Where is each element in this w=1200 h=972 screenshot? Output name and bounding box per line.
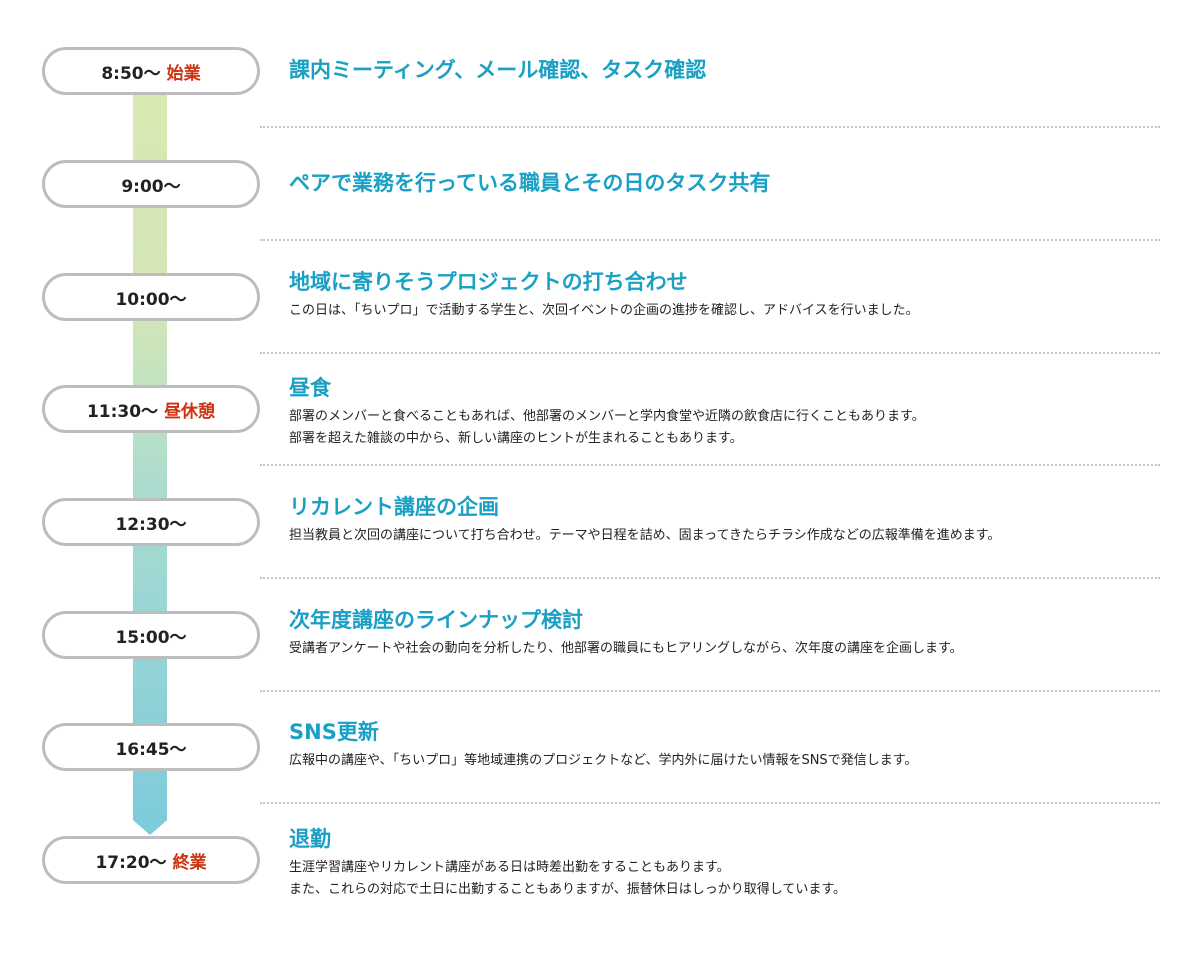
description-line: 部署を超えた雑談の中から、新しい講座のヒントが生まれることもあります。 xyxy=(289,431,743,446)
timeline-content: 昼食部署のメンバーと食べることもあれば、他部署のメンバーと学内食堂や近隣の飲食店… xyxy=(289,374,925,450)
time-pill: 15:00〜 xyxy=(42,611,260,659)
time-label: 16:45〜 xyxy=(115,739,187,760)
time-tag: 終業 xyxy=(172,852,207,873)
dotted-divider xyxy=(260,239,1160,241)
description-line: 部署のメンバーと食べることもあれば、他部署のメンバーと学内食堂や近隣の飲食店に行… xyxy=(289,409,925,424)
dotted-divider xyxy=(260,126,1160,128)
dotted-divider xyxy=(260,690,1160,692)
time-pill: 11:30〜昼休憩 xyxy=(42,385,260,433)
time-label: 8:50〜 xyxy=(101,63,161,84)
timeline-item: 17:20〜終業 退勤生涯学習講座やリカレント講座がある日は時差出勤をすることも… xyxy=(0,827,1200,972)
timeline-item: 15:00〜 次年度講座のラインナップ検討受講者アンケートや社会の動向を分析した… xyxy=(0,608,1200,747)
timeline-item: 11:30〜昼休憩 昼食部署のメンバーと食べることもあれば、他部署のメンバーと学… xyxy=(0,376,1200,521)
item-description: この日は、「ちいプロ」で活動する学生と、次回イベントの企画の進捗を確認し、アドバ… xyxy=(289,300,919,322)
time-label: 17:20〜 xyxy=(95,852,167,873)
dotted-divider xyxy=(260,352,1160,354)
item-title: 退勤 xyxy=(289,827,331,851)
item-description: 広報中の講座や、「ちいプロ」等地域連携のプロジェクトなど、学内外に届けたい情報を… xyxy=(289,750,917,772)
time-pill: 17:20〜終業 xyxy=(42,836,260,884)
dotted-divider xyxy=(260,577,1160,579)
timeline-content: 退勤生涯学習講座やリカレント講座がある日は時差出勤をすることもあります。また、こ… xyxy=(289,825,846,901)
item-description: 受講者アンケートや社会の動向を分析したり、他部署の職員にもヒアリングしながら、次… xyxy=(289,638,963,660)
timeline-content: 地域に寄りそうプロジェクトの打ち合わせこの日は、「ちいプロ」で活動する学生と、次… xyxy=(289,268,919,322)
item-title: 地域に寄りそうプロジェクトの打ち合わせ xyxy=(289,270,688,294)
description-line: 担当教員と次回の講座について打ち合わせ。テーマや日程を詰め、固まってきたらチラシ… xyxy=(289,528,1001,543)
item-title: 昼食 xyxy=(289,376,331,400)
item-description: 担当教員と次回の講座について打ち合わせ。テーマや日程を詰め、固まってきたらチラシ… xyxy=(289,525,1001,547)
description-line: 受講者アンケートや社会の動向を分析したり、他部署の職員にもヒアリングしながら、次… xyxy=(289,641,963,656)
dotted-divider xyxy=(260,802,1160,804)
time-label: 12:30〜 xyxy=(115,514,187,535)
item-description: 部署のメンバーと食べることもあれば、他部署のメンバーと学内食堂や近隣の飲食店に行… xyxy=(289,406,925,450)
time-label: 10:00〜 xyxy=(115,289,187,310)
timeline-content: 次年度講座のラインナップ検討受講者アンケートや社会の動向を分析したり、他部署の職… xyxy=(289,606,963,660)
item-title: リカレント講座の企画 xyxy=(289,495,499,519)
time-tag: 始業 xyxy=(166,63,201,84)
timeline-item: 9:00〜 ペアで業務を行っている職員とその日のタスク共有 xyxy=(0,160,1200,296)
description-line: 広報中の講座や、「ちいプロ」等地域連携のプロジェクトなど、学内外に届けたい情報を… xyxy=(289,753,918,768)
time-pill: 10:00〜 xyxy=(42,273,260,321)
timeline-content: SNS更新広報中の講座や、「ちいプロ」等地域連携のプロジェクトなど、学内外に届け… xyxy=(289,718,917,772)
time-pill: 12:30〜 xyxy=(42,498,260,546)
time-pill: 8:50〜始業 xyxy=(42,47,260,95)
timeline-content: ペアで業務を行っている職員とその日のタスク共有 xyxy=(289,169,770,197)
time-pill: 9:00〜 xyxy=(42,160,260,208)
description-line: 生涯学習講座やリカレント講座がある日は時差出勤をすることもあります。 xyxy=(289,860,730,875)
item-title: SNS更新 xyxy=(289,720,379,744)
description-line: また、これらの対応で土日に出勤することもありますが、振替休日はしっかり取得してい… xyxy=(289,882,847,897)
timeline-content: リカレント講座の企画担当教員と次回の講座について打ち合わせ。テーマや日程を詰め、… xyxy=(289,493,1001,547)
item-description: 生涯学習講座やリカレント講座がある日は時差出勤をすることもあります。また、これら… xyxy=(289,857,846,901)
timeline-item: 16:45〜 SNS更新広報中の講座や、「ちいプロ」等地域連携のプロジェクトなど… xyxy=(0,720,1200,859)
item-title: ペアで業務を行っている職員とその日のタスク共有 xyxy=(289,171,771,195)
time-pill: 16:45〜 xyxy=(42,723,260,771)
item-title: 次年度講座のラインナップ検討 xyxy=(289,608,583,632)
time-tag: 昼休憩 xyxy=(164,401,216,422)
time-label: 15:00〜 xyxy=(115,627,187,648)
timeline-bar xyxy=(133,90,167,835)
timeline-item: 12:30〜 リカレント講座の企画担当教員と次回の講座について打ち合わせ。テーマ… xyxy=(0,495,1200,634)
time-label: 9:00〜 xyxy=(121,176,181,197)
timeline-content: 課内ミーティング、メール確認、タスク確認 xyxy=(289,56,706,84)
dotted-divider xyxy=(260,464,1160,466)
description-line: この日は、「ちいプロ」で活動する学生と、次回イベントの企画の進捗を確認し、アドバ… xyxy=(289,303,919,318)
time-label: 11:30〜 xyxy=(86,401,159,422)
timeline-item: 8:50〜始業 課内ミーティング、メール確認、タスク確認 xyxy=(0,47,1200,183)
item-title: 課内ミーティング、メール確認、タスク確認 xyxy=(289,58,707,82)
timeline-item: 10:00〜 地域に寄りそうプロジェクトの打ち合わせこの日は、「ちいプロ」で活動… xyxy=(0,270,1200,409)
